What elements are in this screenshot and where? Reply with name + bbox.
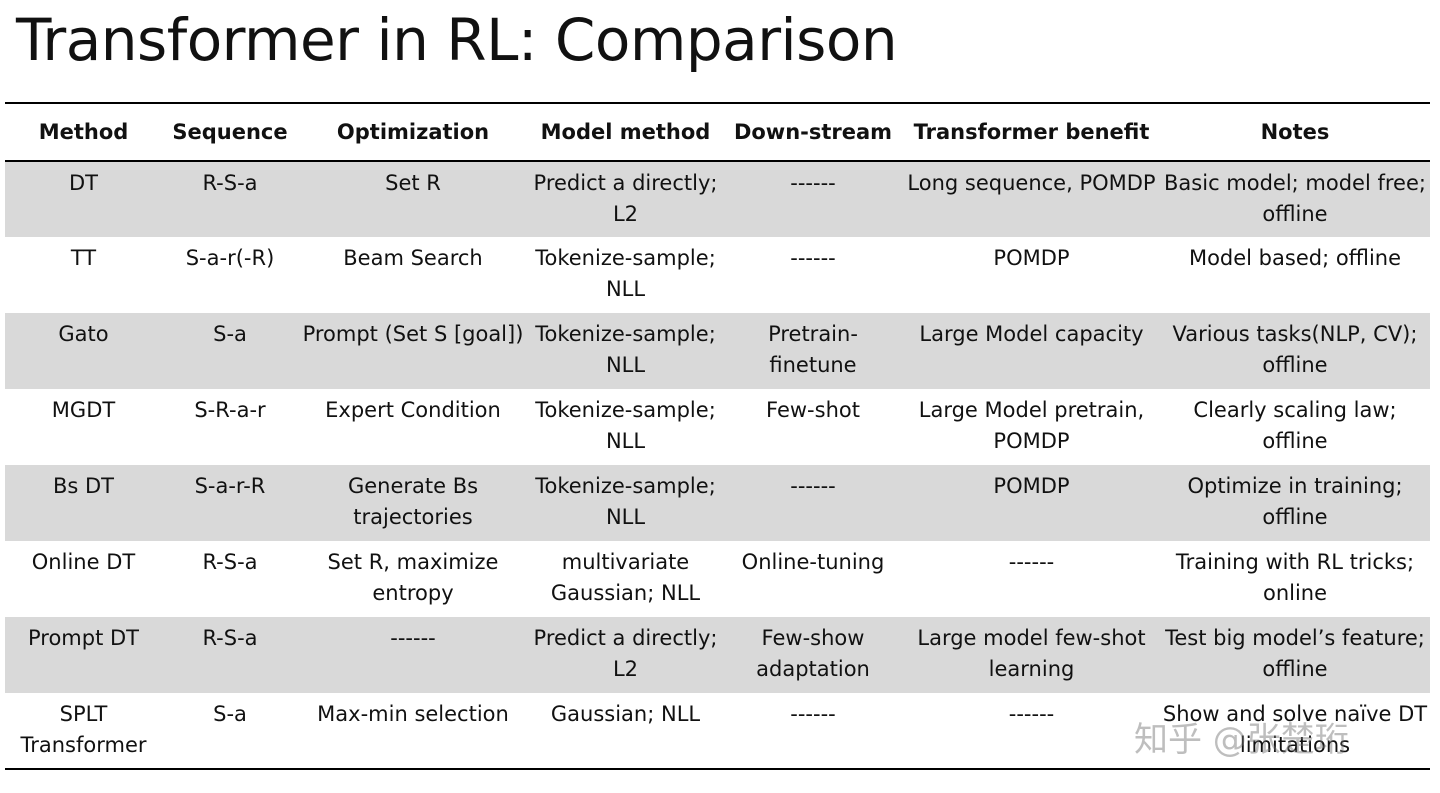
cell-down-stream: ------ (790, 474, 836, 498)
cell-sequence: S-R-a-r (194, 398, 266, 422)
table-row: TT S-a-r(-R) Beam Search Tokenize-sample… (5, 237, 1430, 313)
cell-sequence: R-S-a (202, 171, 258, 195)
cell-down-stream: ------ (723, 693, 903, 770)
cell-transformer-benefit: Long sequence, POMDP (907, 171, 1156, 195)
table-row: Gato S-a Prompt (Set S [goal]) Tokenize-… (5, 313, 1430, 389)
header-model-method: Model method (528, 102, 723, 162)
cell-optimization: Set R, maximize entropy (327, 550, 499, 605)
header-down-stream: Down-stream (723, 102, 903, 162)
cell-method: Gato (58, 322, 109, 346)
cell-model-method: Tokenize-sample; NLL (535, 322, 716, 377)
slide-title: Transformer in RL: Comparison (16, 6, 898, 74)
cell-notes: Training with RL tricks; online (1175, 550, 1415, 605)
cell-transformer-benefit: ------ (903, 693, 1160, 770)
table-row: MGDT S-R-a-r Expert Condition Tokenize-s… (5, 389, 1430, 465)
cell-sequence: R-S-a (202, 626, 258, 650)
cell-down-stream: Online-tuning (741, 550, 885, 574)
header-optimization: Optimization (298, 102, 528, 162)
cell-optimization: Max-min selection (298, 693, 528, 770)
cell-optimization: Set R (385, 171, 441, 195)
cell-transformer-benefit: Large Model pretrain, POMDP (918, 398, 1145, 453)
table-header-row: Method Sequence Optimization Model metho… (5, 102, 1430, 162)
header-transformer-benefit: Transformer benefit (903, 102, 1160, 162)
cell-model-method: multivariate Gaussian; NLL (550, 550, 701, 605)
cell-sequence: S-a-r-R (194, 474, 266, 498)
cell-transformer-benefit: POMDP (993, 474, 1070, 498)
cell-transformer-benefit: Large Model capacity (919, 322, 1144, 346)
table-row: Online DT R-S-a Set R, maximize entropy … (5, 541, 1430, 617)
cell-transformer-benefit: Large model few-shot learning (917, 626, 1146, 681)
table-row: Prompt DT R-S-a ------ Predict a directl… (5, 617, 1430, 693)
cell-notes: Model based; offline (1188, 246, 1402, 270)
cell-down-stream: Few-shot (766, 398, 860, 422)
cell-transformer-benefit: ------ (1008, 550, 1055, 574)
cell-optimization: Prompt (Set S [goal]) (302, 322, 524, 346)
cell-method: SPLT Transformer (5, 693, 162, 770)
cell-notes: Basic model; model free; offline (1164, 171, 1426, 226)
cell-sequence: R-S-a (202, 550, 258, 574)
cell-notes: Show and solve naïve DT limitations (1160, 693, 1430, 770)
cell-model-method: Gaussian; NLL (528, 693, 723, 770)
cell-optimization: Generate Bs trajectories (347, 474, 479, 529)
cell-model-method: Tokenize-sample; NLL (535, 246, 716, 301)
cell-notes: Test big model’s feature; offline (1165, 626, 1425, 681)
cell-model-method: Tokenize-sample; NLL (535, 474, 716, 529)
cell-sequence: S-a (162, 693, 298, 770)
table-row: Bs DT S-a-r-R Generate Bs trajectories T… (5, 465, 1430, 541)
cell-model-method: Predict a directly; L2 (533, 171, 718, 226)
cell-model-method: Tokenize-sample; NLL (535, 398, 716, 453)
cell-down-stream: ------ (790, 246, 836, 270)
cell-optimization: Expert Condition (325, 398, 501, 422)
cell-notes: Various tasks(NLP, CV); offline (1172, 322, 1418, 377)
comparison-table: Method Sequence Optimization Model metho… (5, 102, 1430, 770)
cell-method: Bs DT (52, 474, 115, 498)
cell-down-stream: ------ (790, 171, 836, 195)
cell-notes: Clearly scaling law; offline (1193, 398, 1397, 453)
cell-method: Online DT (31, 550, 136, 574)
header-method: Method (5, 102, 162, 162)
cell-sequence: S-a-r(-R) (185, 246, 275, 270)
cell-method: Prompt DT (27, 626, 139, 650)
cell-sequence: S-a (213, 322, 247, 346)
cell-optimization: ------ (390, 626, 436, 650)
table-row: DT R-S-a Set R Predict a directly; L2 --… (5, 161, 1430, 237)
header-sequence: Sequence (162, 102, 298, 162)
cell-method: DT (69, 171, 98, 195)
cell-down-stream: Few-show adaptation (756, 626, 870, 681)
cell-method: TT (70, 246, 97, 270)
cell-down-stream: Pretrain-finetune (768, 322, 858, 377)
cell-model-method: Predict a directly; L2 (533, 626, 718, 681)
cell-optimization: Beam Search (343, 246, 483, 270)
table-row: SPLT Transformer S-a Max-min selection G… (5, 693, 1430, 770)
cell-method: MGDT (51, 398, 116, 422)
header-notes: Notes (1160, 102, 1430, 162)
cell-notes: Optimize in training; offline (1187, 474, 1403, 529)
cell-transformer-benefit: POMDP (993, 246, 1070, 270)
